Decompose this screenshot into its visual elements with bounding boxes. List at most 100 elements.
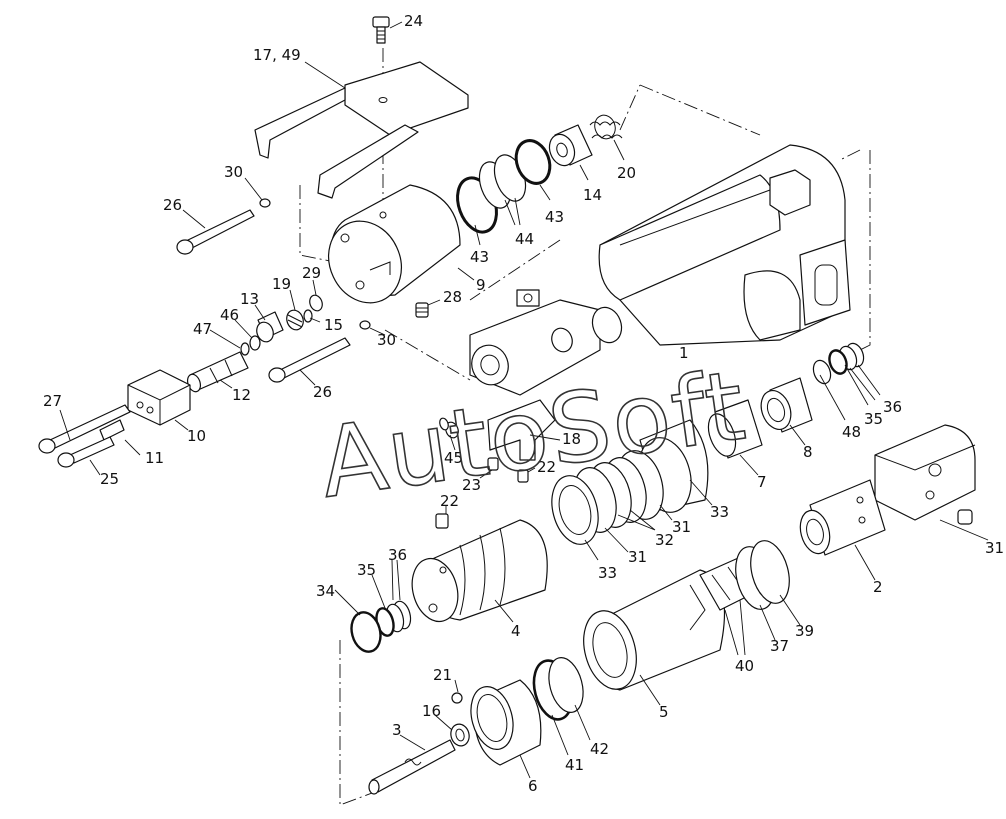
label-31: 31	[672, 518, 691, 536]
label-22: 22	[537, 458, 556, 476]
part-34-ring	[350, 611, 382, 653]
part-44-rings	[478, 154, 527, 209]
part-11-pin	[99, 419, 125, 441]
part-29-oring	[309, 294, 323, 312]
part-27-bolt	[38, 404, 131, 454]
part-30-washer-upper	[259, 198, 271, 208]
label-1: 1	[679, 344, 689, 362]
part-24-screw	[372, 16, 390, 44]
label-6: 6	[528, 777, 538, 795]
part-20-spring	[589, 114, 623, 140]
part-22-screw-lower	[435, 513, 449, 529]
part-19-spring	[286, 309, 304, 331]
label-26: 26	[163, 196, 182, 214]
part-39-ring	[750, 540, 790, 604]
label-31: 31	[985, 539, 1004, 557]
label-12: 12	[232, 386, 251, 404]
part-33-ratchet-ring-left	[551, 475, 599, 545]
label-7: 7	[757, 473, 767, 491]
label-23: 23	[462, 476, 481, 494]
part-12-valve-stem	[186, 351, 249, 393]
label-46: 46	[220, 306, 239, 324]
label-2: 2	[873, 578, 883, 596]
part-26-bolt-lower	[268, 337, 351, 383]
part-43-ring-right	[514, 139, 552, 185]
label-48: 48	[842, 423, 861, 441]
part-5-ratchet-barrel	[583, 569, 726, 691]
label-34: 34	[316, 582, 335, 600]
label-39: 39	[795, 622, 814, 640]
label-47: 47	[193, 320, 212, 338]
label-36: 36	[883, 398, 902, 416]
part-28-plug	[415, 302, 429, 318]
leader-lines	[59, 21, 989, 779]
label-22: 22	[440, 492, 459, 510]
part-26-bolt-upper	[176, 209, 255, 255]
label-9: 9	[476, 276, 486, 294]
label-33: 33	[710, 503, 729, 521]
label-10: 10	[187, 427, 206, 445]
part-15-ring	[303, 309, 313, 323]
label-42: 42	[590, 740, 609, 758]
part-30-washer-lower	[359, 320, 371, 330]
label-44: 44	[515, 230, 534, 248]
part-18-lever	[487, 399, 556, 461]
label-35: 35	[864, 410, 883, 428]
label-27: 27	[43, 392, 62, 410]
label-43: 43	[545, 208, 564, 226]
part-2-cylinder-head	[799, 424, 976, 556]
part-48-ring	[812, 359, 832, 385]
label-36: 36	[388, 546, 407, 564]
label-4: 4	[511, 622, 521, 640]
part-25-bolt	[57, 436, 115, 468]
part-46-ring	[249, 335, 261, 351]
part-3-shaft	[368, 739, 456, 795]
label-37: 37	[770, 637, 789, 655]
label-43: 43	[470, 248, 489, 266]
label-29: 29	[302, 264, 321, 282]
part-8-sleeve	[760, 377, 813, 433]
label-14: 14	[583, 186, 602, 204]
label-15: 15	[324, 316, 343, 334]
label-24: 24	[404, 12, 423, 30]
label-8: 8	[803, 443, 813, 461]
label-20: 20	[617, 164, 636, 182]
label-31: 31	[628, 548, 647, 566]
label-28: 28	[443, 288, 462, 306]
label-13: 13	[240, 290, 259, 308]
label-21: 21	[433, 666, 452, 684]
label-3: 3	[392, 721, 402, 739]
part-labels: 24 17, 49 30 26 9 43 44 43 14 20 29 28 1…	[43, 12, 1004, 795]
part-45-ring	[439, 417, 459, 439]
part-47-ring	[240, 342, 250, 356]
part-10-block	[127, 369, 191, 426]
part-1-housing	[469, 144, 851, 396]
label-45: 45	[444, 449, 463, 467]
label-41: 41	[565, 756, 584, 774]
part-22-screw-upper	[517, 469, 529, 483]
part-4-ratchet-barrel	[411, 519, 548, 623]
label-17-49: 17, 49	[253, 46, 301, 64]
part-23-screw	[487, 457, 499, 471]
label-32: 32	[655, 531, 674, 549]
label-25: 25	[100, 470, 119, 488]
part-16-nut	[450, 723, 470, 747]
part-14-plug	[548, 124, 593, 167]
part-7-bushing	[707, 399, 763, 459]
part-9-cylinder	[328, 184, 461, 304]
part-6-ratchet-cap	[470, 679, 542, 766]
part-17-49-bracket	[254, 61, 469, 199]
label-16: 16	[422, 702, 441, 720]
label-30: 30	[224, 163, 243, 181]
label-5: 5	[659, 703, 669, 721]
part-42-ring	[548, 657, 584, 713]
label-11: 11	[145, 449, 164, 467]
label-26: 26	[313, 383, 332, 401]
part-31-plug	[957, 509, 973, 525]
label-18: 18	[562, 430, 581, 448]
part-21-ball	[451, 692, 463, 704]
label-33: 33	[598, 564, 617, 582]
label-30: 30	[377, 331, 396, 349]
